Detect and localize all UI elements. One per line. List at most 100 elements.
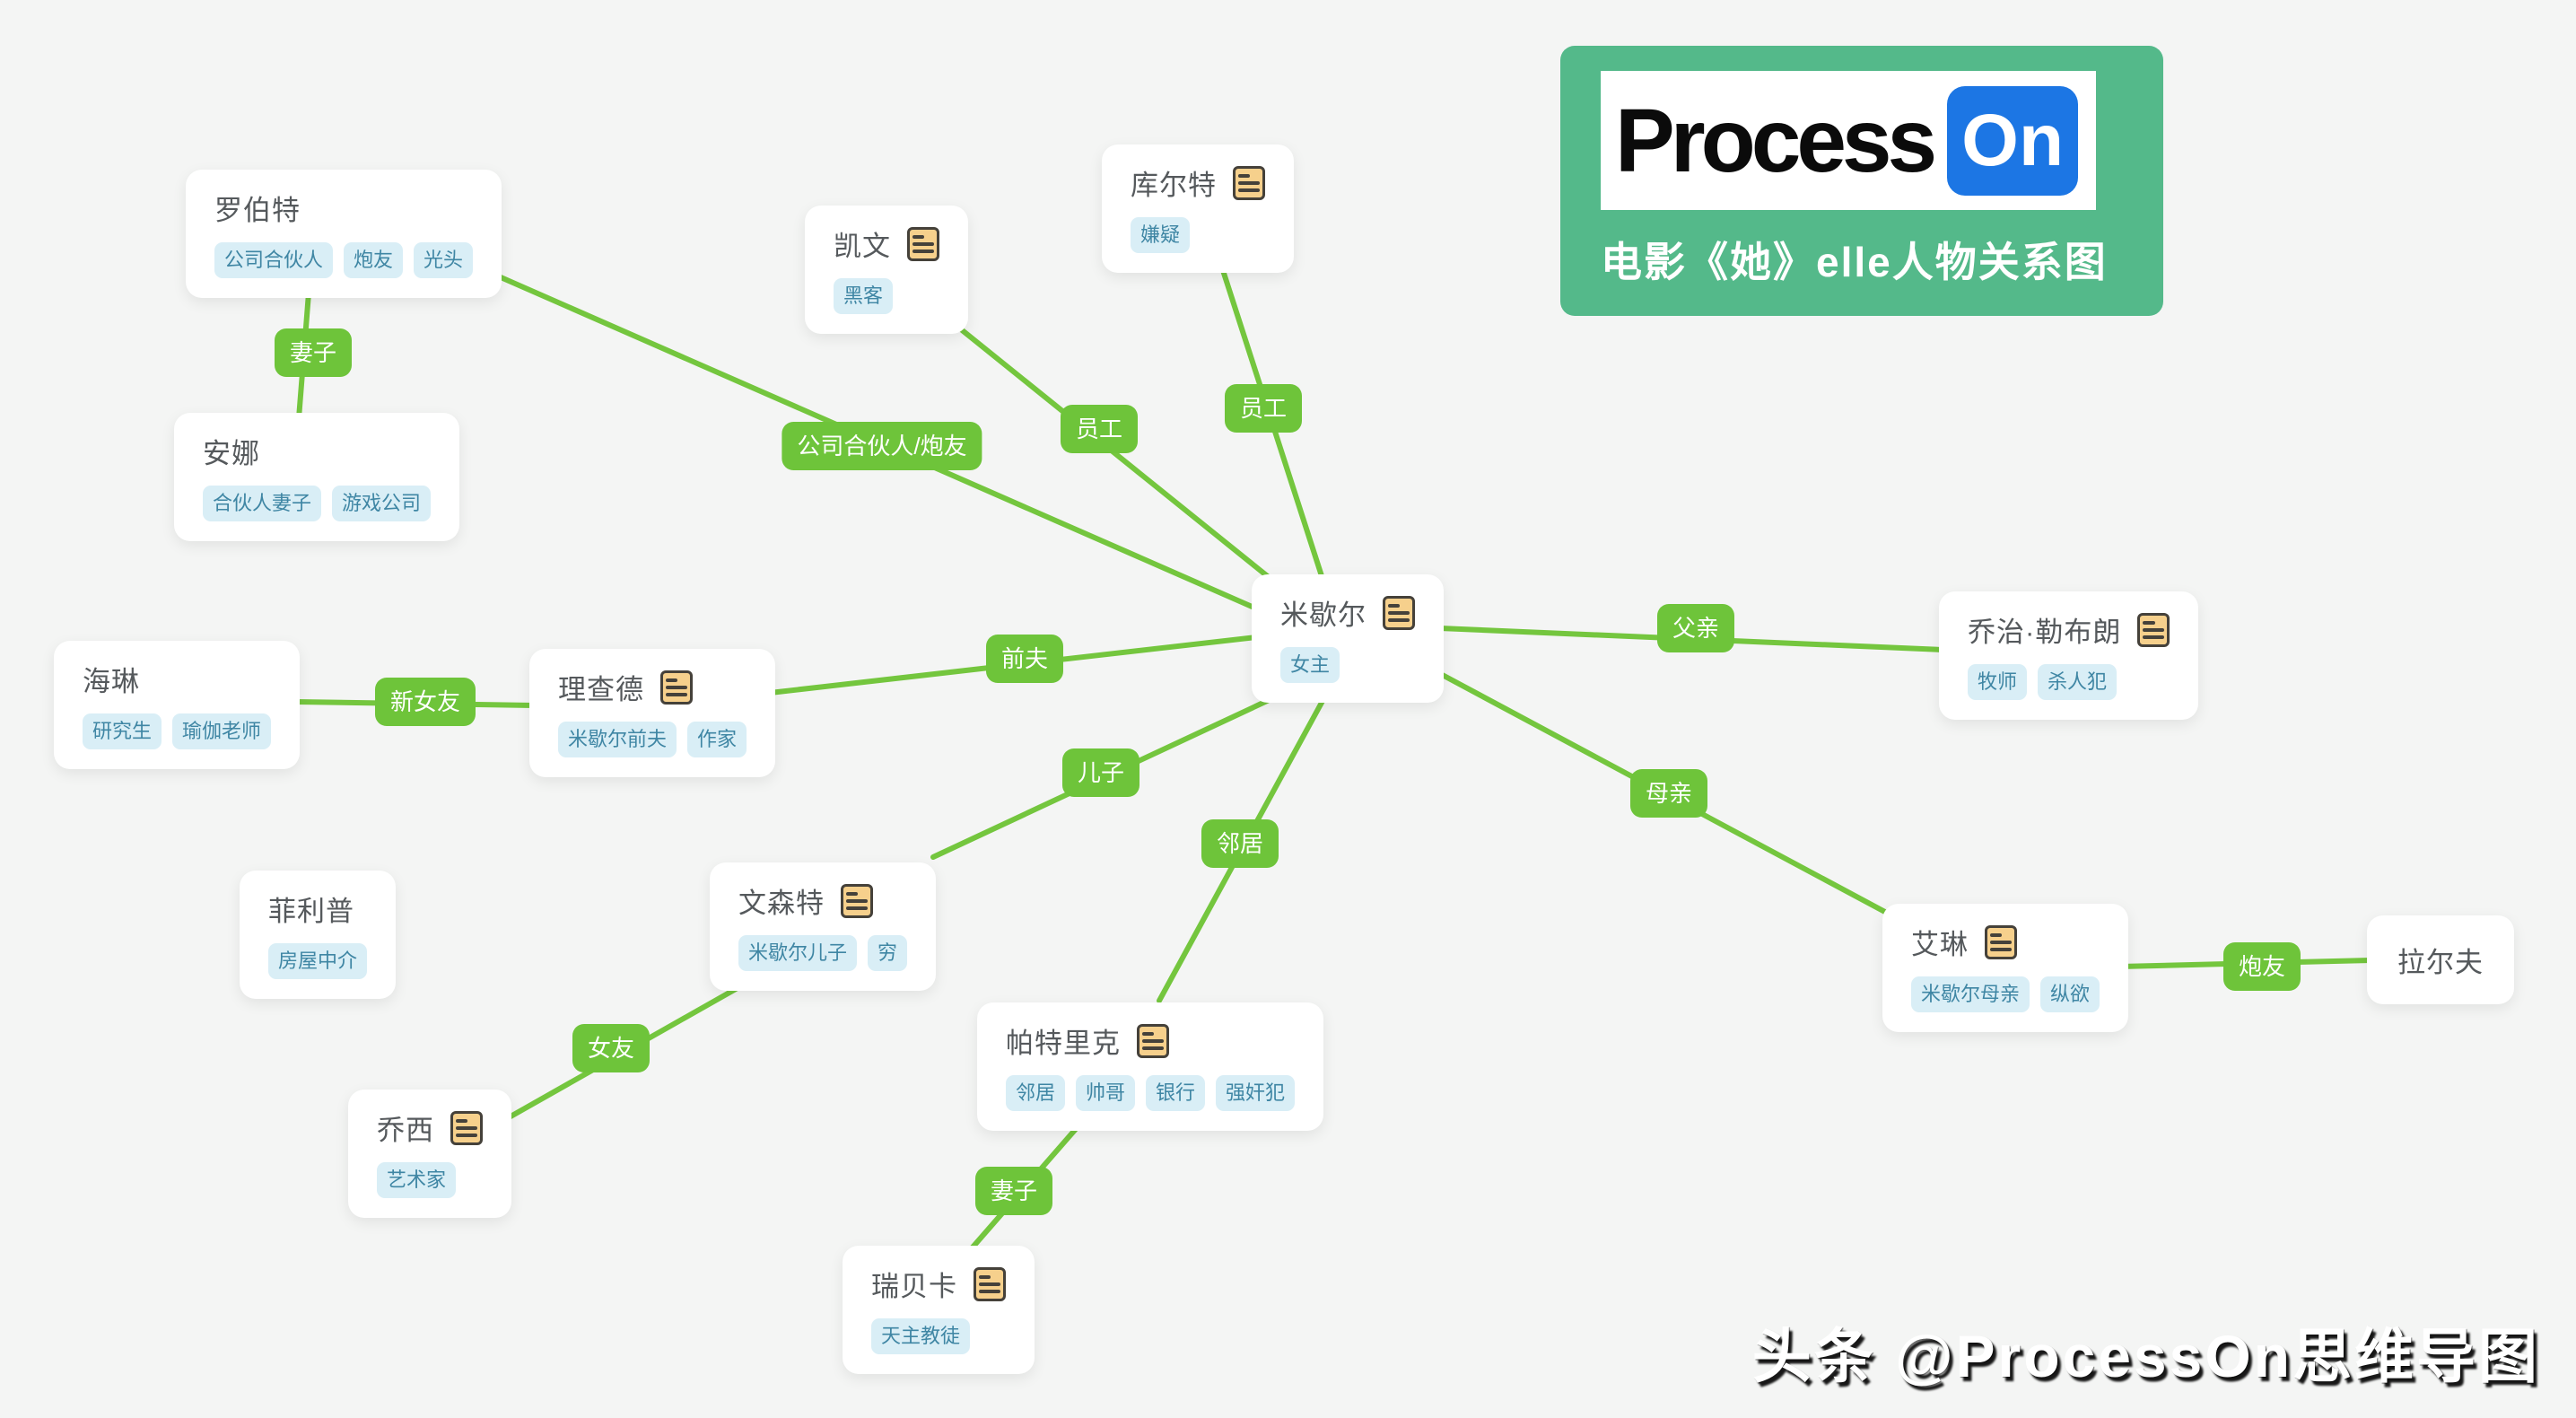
node-card-josie[interactable]: 乔西艺术家 (348, 1090, 511, 1218)
node-title-row: 瑞贝卡 (871, 1264, 1006, 1304)
node-title-row: 文森特 (738, 880, 907, 921)
node-tag: 天主教徒 (871, 1318, 971, 1354)
processon-logo-card: Process On 电影《她》elle人物关系图 (1560, 46, 2163, 316)
node-name: 瑞贝卡 (871, 1271, 957, 1302)
node-tags: 天主教徒 (871, 1318, 1006, 1354)
node-title-row: 乔西 (377, 1107, 483, 1148)
node-title-row: 乔治·勒布朗 (1968, 609, 2170, 650)
edge-label-robert-michelle[interactable]: 公司合伙人/炮友 (782, 422, 982, 470)
node-name: 库尔特 (1131, 170, 1217, 201)
node-tag: 米歇尔前夫 (558, 722, 677, 757)
edge-label-vincent-josie[interactable]: 女友 (572, 1024, 651, 1072)
node-tag: 瑜伽老师 (172, 713, 272, 749)
node-tag: 帅哥 (1076, 1075, 1136, 1111)
node-card-robert[interactable]: 罗伯特公司合伙人炮友光头 (186, 170, 502, 298)
note-icon[interactable] (2137, 612, 2170, 647)
node-card-richard[interactable]: 理查德米歇尔前夫作家 (529, 649, 776, 777)
node-card-philippe[interactable]: 菲利普房屋中介 (240, 871, 397, 999)
node-tag: 作家 (687, 722, 747, 757)
node-card-vincent[interactable]: 文森特米歇尔儿子穷 (710, 862, 937, 991)
note-icon[interactable] (974, 1266, 1006, 1301)
node-title-row: 米歇尔 (1280, 592, 1415, 633)
node-tags: 研究生瑜伽老师 (83, 713, 272, 749)
node-card-patrick[interactable]: 帕特里克邻居帅哥银行强奸犯 (977, 1002, 1324, 1131)
node-tag: 穷 (868, 935, 908, 971)
node-tags: 艺术家 (377, 1162, 483, 1198)
node-tag: 艺术家 (377, 1162, 457, 1198)
node-tag: 研究生 (83, 713, 162, 749)
node-tags: 嫌疑 (1131, 217, 1265, 253)
node-tag: 合伙人妻子 (203, 486, 322, 521)
node-name: 文森特 (738, 888, 825, 919)
node-card-georges[interactable]: 乔治·勒布朗牧师杀人犯 (1939, 591, 2199, 720)
note-icon[interactable] (841, 883, 873, 918)
node-tag: 强奸犯 (1216, 1075, 1296, 1111)
node-tag: 邻居 (1006, 1075, 1066, 1111)
edge-label-richard-michelle[interactable]: 前夫 (985, 635, 1064, 683)
node-card-rebecca[interactable]: 瑞贝卡天主教徒 (843, 1246, 1035, 1374)
node-tags: 黑客 (834, 278, 939, 314)
note-icon[interactable] (1383, 595, 1415, 630)
node-title-row: 菲利普 (268, 888, 367, 929)
note-icon[interactable] (1233, 165, 1265, 200)
node-tag: 游戏公司 (332, 486, 432, 521)
edge-label-kevin-michelle[interactable]: 员工 (1060, 405, 1139, 453)
node-name: 理查德 (558, 674, 644, 705)
node-title-row: 库尔特 (1131, 162, 1265, 203)
node-tag: 米歇尔儿子 (738, 935, 858, 971)
node-title-row: 艾琳 (1911, 922, 2100, 962)
node-tag: 女主 (1280, 647, 1340, 683)
node-tag: 纵欲 (2040, 976, 2100, 1012)
node-tags: 公司合伙人炮友光头 (214, 242, 474, 278)
node-title-row: 拉尔夫 (2397, 940, 2484, 980)
node-title-row: 帕特里克 (1006, 1020, 1295, 1061)
edge-label-vincent-michelle[interactable]: 儿子 (1061, 748, 1140, 797)
note-icon[interactable] (660, 670, 693, 705)
note-icon[interactable] (1985, 924, 2017, 959)
node-name: 罗伯特 (214, 195, 301, 226)
node-name: 乔西 (377, 1115, 434, 1146)
node-tag: 光头 (414, 242, 474, 278)
watermark-text: 头条 @ProcessOn思维导图 (1751, 1323, 2540, 1389)
node-card-irene[interactable]: 艾琳米歇尔母亲纵欲 (1882, 904, 2129, 1032)
note-icon[interactable] (1137, 1023, 1169, 1058)
note-icon[interactable] (907, 226, 939, 261)
node-name: 乔治·勒布朗 (1968, 617, 2122, 648)
node-tags: 合伙人妻子游戏公司 (203, 486, 432, 521)
node-tags: 女主 (1280, 647, 1415, 683)
node-name: 菲利普 (268, 896, 354, 927)
note-icon[interactable] (450, 1110, 483, 1145)
edge-label-patrick-rebecca[interactable]: 妻子 (974, 1167, 1053, 1215)
node-tags: 米歇尔母亲纵欲 (1911, 976, 2100, 1012)
node-tag: 米歇尔母亲 (1911, 976, 2030, 1012)
node-card-ralph[interactable]: 拉尔夫 (2367, 915, 2514, 1004)
node-tags: 房屋中介 (268, 943, 368, 979)
node-tag: 杀人犯 (2038, 664, 2118, 700)
node-card-michelle[interactable]: 米歇尔女主 (1252, 574, 1444, 703)
node-title-row: 理查德 (558, 667, 747, 707)
node-tags: 米歇尔儿子穷 (738, 935, 908, 971)
edge-label-michelle-georges[interactable]: 父亲 (1656, 604, 1735, 652)
node-card-anna[interactable]: 安娜合伙人妻子游戏公司 (174, 413, 460, 541)
processon-logo: Process On (1601, 71, 2097, 210)
node-name: 凯文 (834, 231, 891, 262)
edge-label-patrick-michelle[interactable]: 邻居 (1201, 819, 1279, 868)
edge-label-kurt-michelle[interactable]: 员工 (1224, 384, 1303, 433)
node-card-kurt[interactable]: 库尔特嫌疑 (1102, 144, 1294, 273)
node-tag: 银行 (1146, 1075, 1206, 1111)
edge-label-michelle-irene[interactable]: 母亲 (1629, 769, 1708, 818)
edge-label-helene-richard[interactable]: 新女友 (374, 678, 476, 726)
node-tag: 公司合伙人 (214, 242, 334, 278)
node-tag: 嫌疑 (1131, 217, 1191, 253)
edge-label-irene-ralph[interactable]: 炮友 (2222, 942, 2301, 991)
node-tag: 黑客 (834, 278, 894, 314)
node-title-row: 凯文 (834, 223, 939, 264)
edge-label-robert-anna[interactable]: 妻子 (274, 328, 353, 377)
node-card-helene[interactable]: 海琳研究生瑜伽老师 (54, 641, 301, 769)
logo-text-process: Process (1615, 90, 1937, 191)
node-tags: 牧师杀人犯 (1968, 664, 2170, 700)
node-name: 拉尔夫 (2397, 947, 2484, 978)
node-card-kevin[interactable]: 凯文黑客 (805, 206, 968, 334)
node-tags: 米歇尔前夫作家 (558, 722, 747, 757)
node-title-row: 海琳 (83, 659, 271, 699)
